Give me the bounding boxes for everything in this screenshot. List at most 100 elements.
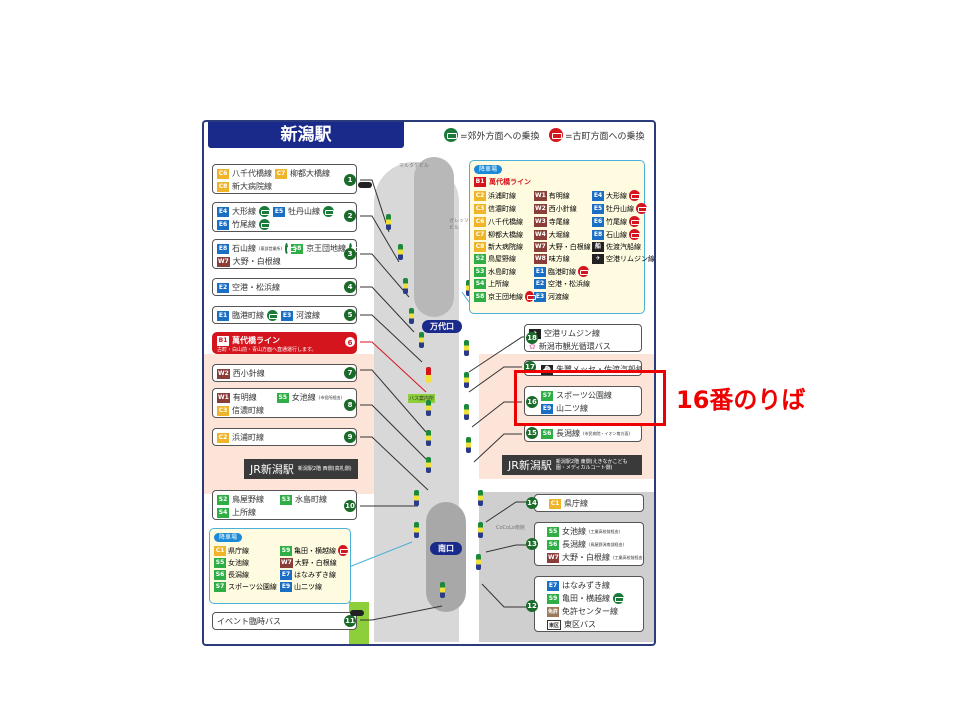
legend-green: =郊外方面への乗換 bbox=[444, 128, 540, 142]
bus-stop-signal-icon bbox=[478, 490, 483, 506]
alighting-line: 船佐渡汽船線 bbox=[592, 242, 648, 252]
station-map: マルタケビル ガレッソビル CoCoLo南館 バス案内所 新潟駅 =郊外方面への… bbox=[202, 120, 656, 646]
bus-stop-signal-icon bbox=[419, 332, 424, 348]
transfer-green-icon bbox=[259, 206, 270, 217]
transfer-red-icon bbox=[629, 190, 640, 201]
line-code: C7 bbox=[474, 229, 486, 240]
line-code: E1 bbox=[534, 266, 546, 277]
landmark-maruta: マルタケビル bbox=[399, 163, 430, 169]
bus-info-office: バス案内所 bbox=[408, 394, 436, 403]
line-code: S5 bbox=[214, 558, 226, 568]
stop-18-box[interactable]: ✈空港リムジン線 ✿新潟市観光循環バス bbox=[524, 324, 642, 352]
stop-number-10: 10 bbox=[344, 500, 356, 512]
exit-south[interactable]: 南口 bbox=[430, 542, 462, 555]
line-code: 船 bbox=[592, 242, 604, 252]
line-code: E7 bbox=[280, 570, 292, 580]
line-code: S9 bbox=[280, 545, 292, 556]
line-name: 河渡線 bbox=[548, 292, 569, 301]
jr-east-label: JR新潟駅新潟駅2階 東側(えきなかこども園・メディカルコート側) bbox=[502, 455, 642, 475]
line-code: E5 bbox=[592, 203, 604, 214]
transfer-green-icon bbox=[323, 206, 334, 217]
line-name: 味方線 bbox=[548, 255, 570, 263]
bus-stop-signal-icon bbox=[478, 522, 483, 538]
line-code: S8 bbox=[474, 291, 486, 302]
legend-red: =古町方面への乗換 bbox=[549, 128, 645, 142]
ship-icon: ⛴ bbox=[541, 364, 553, 375]
traffic-light-icon bbox=[358, 182, 372, 188]
line-name: 臨港町線 bbox=[548, 267, 576, 276]
line-code: C8 bbox=[474, 242, 486, 252]
line-name: 女池線 bbox=[228, 559, 249, 567]
line-name: はなみずき線 bbox=[294, 571, 336, 579]
flower-icon: ✿ bbox=[529, 342, 536, 351]
transfer-red-icon bbox=[525, 291, 536, 302]
transfer-red-icon bbox=[629, 229, 640, 240]
bus-stop-signal-icon bbox=[440, 582, 445, 598]
exit-bandai[interactable]: 万代口 bbox=[422, 320, 462, 333]
bus-stop-signal-icon bbox=[414, 490, 419, 506]
line-code: S6 bbox=[214, 570, 226, 580]
bus-stop-signal-icon bbox=[466, 437, 471, 453]
bus-stop-signal-icon bbox=[426, 430, 431, 446]
bus-stop-signal-icon bbox=[409, 308, 414, 324]
line-code: E3 bbox=[534, 291, 546, 302]
line-name: 信濃町線 bbox=[488, 204, 516, 213]
bus-stop-signal-icon bbox=[414, 522, 419, 538]
line-code: W4 bbox=[534, 229, 547, 240]
line-name: 有明線 bbox=[548, 191, 570, 200]
jr-west-label: JR新潟駅新潟駅2階 西側(高札側) bbox=[244, 459, 358, 479]
transfer-red-icon bbox=[629, 216, 640, 227]
line-name: 寺尾線 bbox=[548, 217, 570, 226]
line-name: 水島町線 bbox=[488, 267, 516, 276]
transfer-green-icon bbox=[285, 243, 296, 254]
line-name: 佐渡汽船線 bbox=[606, 243, 641, 251]
line-name: 県庁線 bbox=[228, 546, 249, 555]
stop-11-box[interactable]: イベント臨時バス bbox=[212, 612, 357, 630]
stop-number-2: 2 bbox=[344, 210, 356, 222]
transfer-red-icon bbox=[338, 545, 349, 556]
stop-number-4: 4 bbox=[344, 281, 356, 293]
stop-number-14: 14 bbox=[526, 497, 538, 509]
line-code: ✈ bbox=[592, 254, 604, 264]
bus-stop-signal-icon bbox=[426, 457, 431, 473]
line-code: S3 bbox=[474, 266, 486, 277]
transfer-green-icon bbox=[444, 128, 458, 142]
line-name: 竹尾線 bbox=[606, 217, 627, 226]
line-name: 石山線 bbox=[606, 230, 627, 239]
line-name: 鳥屋野線 bbox=[488, 255, 516, 263]
landmark-garesso: ガレッソビル bbox=[449, 218, 470, 231]
stop-number-9: 9 bbox=[344, 431, 356, 443]
line-name: 上所線 bbox=[488, 280, 509, 288]
stop-number-3: 3 bbox=[344, 248, 356, 260]
